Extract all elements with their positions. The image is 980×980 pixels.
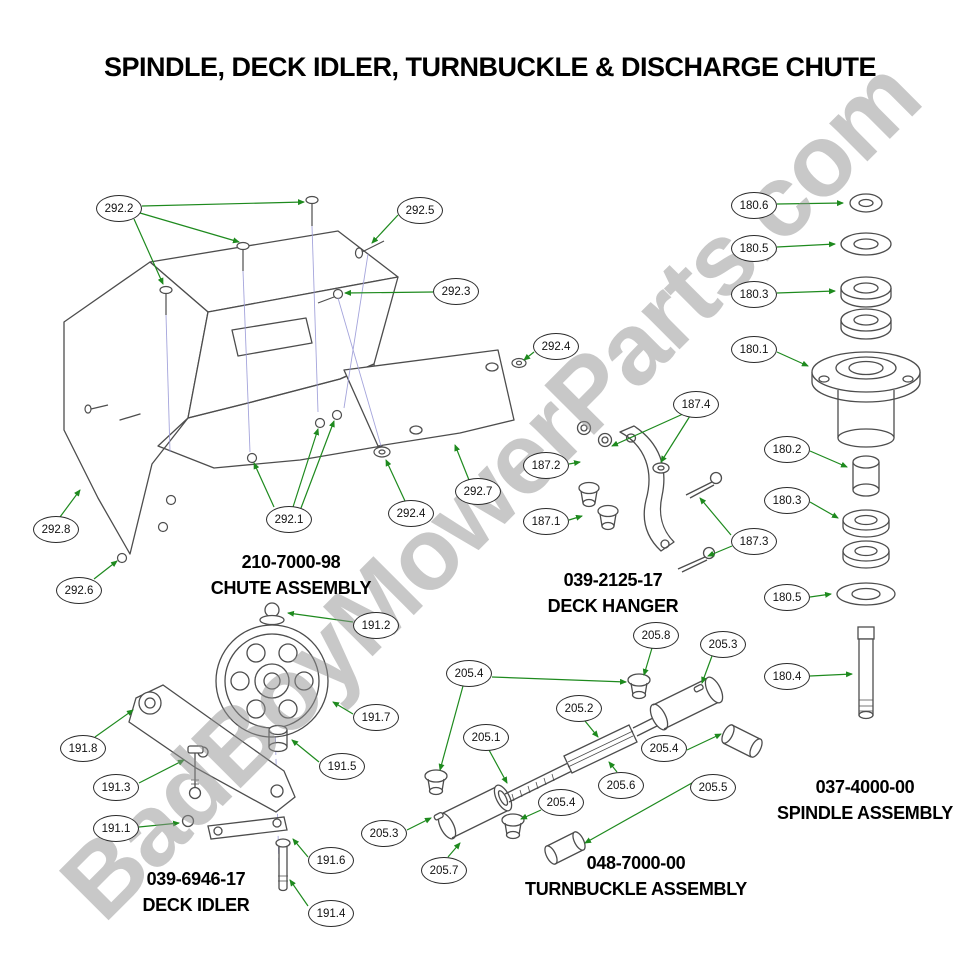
deck-idler-part-number: 039-6946-17 xyxy=(146,869,246,889)
page-title: SPINDLE, DECK IDLER, TURNBUCKLE & DISCHA… xyxy=(103,52,877,82)
spindle-part-number: 037-4000-00 xyxy=(815,777,915,797)
callout-292-5: 292.5 xyxy=(397,197,443,224)
callout-205-5: 205.5 xyxy=(690,774,736,801)
callout-180-3-b: 180.3 xyxy=(764,487,810,514)
callout-292-2: 292.2 xyxy=(96,195,142,222)
turnbuckle-assembly-label: 048-7000-00 TURNBUCKLE ASSEMBLY xyxy=(506,850,766,902)
callout-191-6: 191.6 xyxy=(308,847,354,874)
callout-205-8: 205.8 xyxy=(633,622,679,649)
callout-205-4-b: 205.4 xyxy=(641,735,687,762)
callout-180-3-a: 180.3 xyxy=(731,281,777,308)
deck-hanger-part-number: 039-2125-17 xyxy=(563,570,663,590)
callout-180-1: 180.1 xyxy=(731,336,777,363)
callout-187-2: 187.2 xyxy=(523,452,569,479)
chute-name: CHUTE ASSEMBLY xyxy=(210,578,372,598)
deck-idler-drawing xyxy=(128,602,329,892)
deck-hanger-name: DECK HANGER xyxy=(547,596,679,616)
callout-205-6: 205.6 xyxy=(598,772,644,799)
chute-fasteners xyxy=(84,195,527,564)
callout-205-4-a: 205.4 xyxy=(446,660,492,687)
turnbuckle-drawing xyxy=(424,673,763,865)
callout-292-7: 292.7 xyxy=(455,478,501,505)
deck-hanger-drawing xyxy=(576,420,723,573)
callout-205-3-b: 205.3 xyxy=(361,820,407,847)
callout-292-4-a: 292.4 xyxy=(533,333,579,360)
spindle-assembly-label: 037-4000-00 SPINDLE ASSEMBLY xyxy=(750,774,980,826)
spindle-name: SPINDLE ASSEMBLY xyxy=(777,803,953,823)
callout-187-1: 187.1 xyxy=(523,508,569,535)
callout-187-4: 187.4 xyxy=(673,391,719,418)
callout-292-1: 292.1 xyxy=(266,506,312,533)
callout-292-8: 292.8 xyxy=(33,516,79,543)
chute-assembly-label: 210-7000-98 CHUTE ASSEMBLY xyxy=(181,549,401,601)
spindle-drawing xyxy=(811,193,921,720)
callout-191-2: 191.2 xyxy=(353,612,399,639)
callout-292-4-b: 292.4 xyxy=(388,500,434,527)
callout-arrows xyxy=(59,199,853,907)
callout-205-1: 205.1 xyxy=(463,724,509,751)
callout-191-3: 191.3 xyxy=(93,774,139,801)
callout-187-3: 187.3 xyxy=(731,528,777,555)
callout-180-6: 180.6 xyxy=(731,192,777,219)
callout-292-6: 292.6 xyxy=(56,577,102,604)
callout-180-4: 180.4 xyxy=(764,663,810,690)
deck-hanger-label: 039-2125-17 DECK HANGER xyxy=(503,567,723,619)
callout-205-7: 205.7 xyxy=(421,857,467,884)
callout-180-5-b: 180.5 xyxy=(764,584,810,611)
deck-idler-name: DECK IDLER xyxy=(142,895,250,915)
callout-191-4: 191.4 xyxy=(308,900,354,927)
chute-drawing xyxy=(63,230,515,555)
callout-191-7: 191.7 xyxy=(353,704,399,731)
turnbuckle-part-number: 048-7000-00 xyxy=(586,853,686,873)
callout-292-3: 292.3 xyxy=(433,278,479,305)
callout-180-2: 180.2 xyxy=(764,436,810,463)
callout-205-2: 205.2 xyxy=(556,695,602,722)
deck-idler-label: 039-6946-17 DECK IDLER xyxy=(86,866,306,918)
callout-205-4-c: 205.4 xyxy=(538,789,584,816)
chute-part-number: 210-7000-98 xyxy=(241,552,341,572)
callout-180-5-a: 180.5 xyxy=(731,235,777,262)
callout-191-5: 191.5 xyxy=(319,753,365,780)
callout-191-1: 191.1 xyxy=(93,815,139,842)
turnbuckle-name: TURNBUCKLE ASSEMBLY xyxy=(525,879,747,899)
callout-191-8: 191.8 xyxy=(60,735,106,762)
callout-205-3-a: 205.3 xyxy=(700,631,746,658)
